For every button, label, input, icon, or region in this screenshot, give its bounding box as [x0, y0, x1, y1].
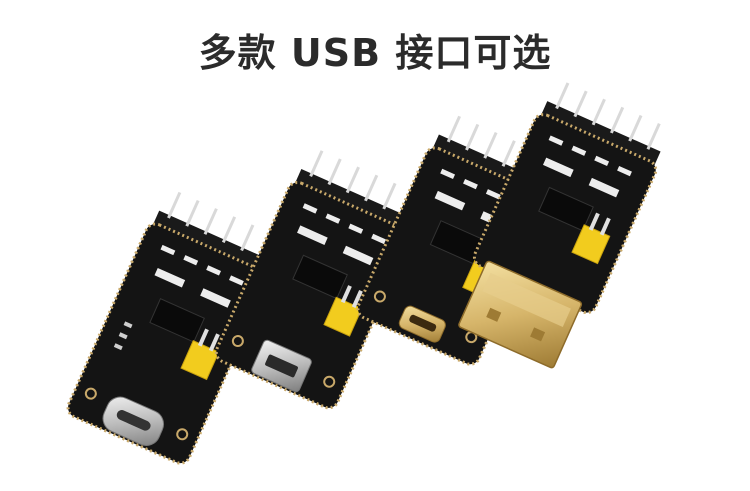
usb-a-connector	[458, 260, 583, 369]
jumper	[323, 285, 363, 337]
page-title: 多款 USB 接口可选	[198, 31, 552, 75]
mini-usb-connector	[251, 339, 312, 393]
jumper	[571, 212, 611, 265]
usb-c-connector	[102, 396, 165, 446]
micro-usb-connector	[398, 305, 446, 343]
board-mini-usb	[214, 150, 415, 410]
pin-header	[540, 82, 661, 167]
jumper	[180, 328, 220, 381]
board-usb-a	[458, 82, 661, 369]
board-usb-c	[66, 191, 273, 465]
